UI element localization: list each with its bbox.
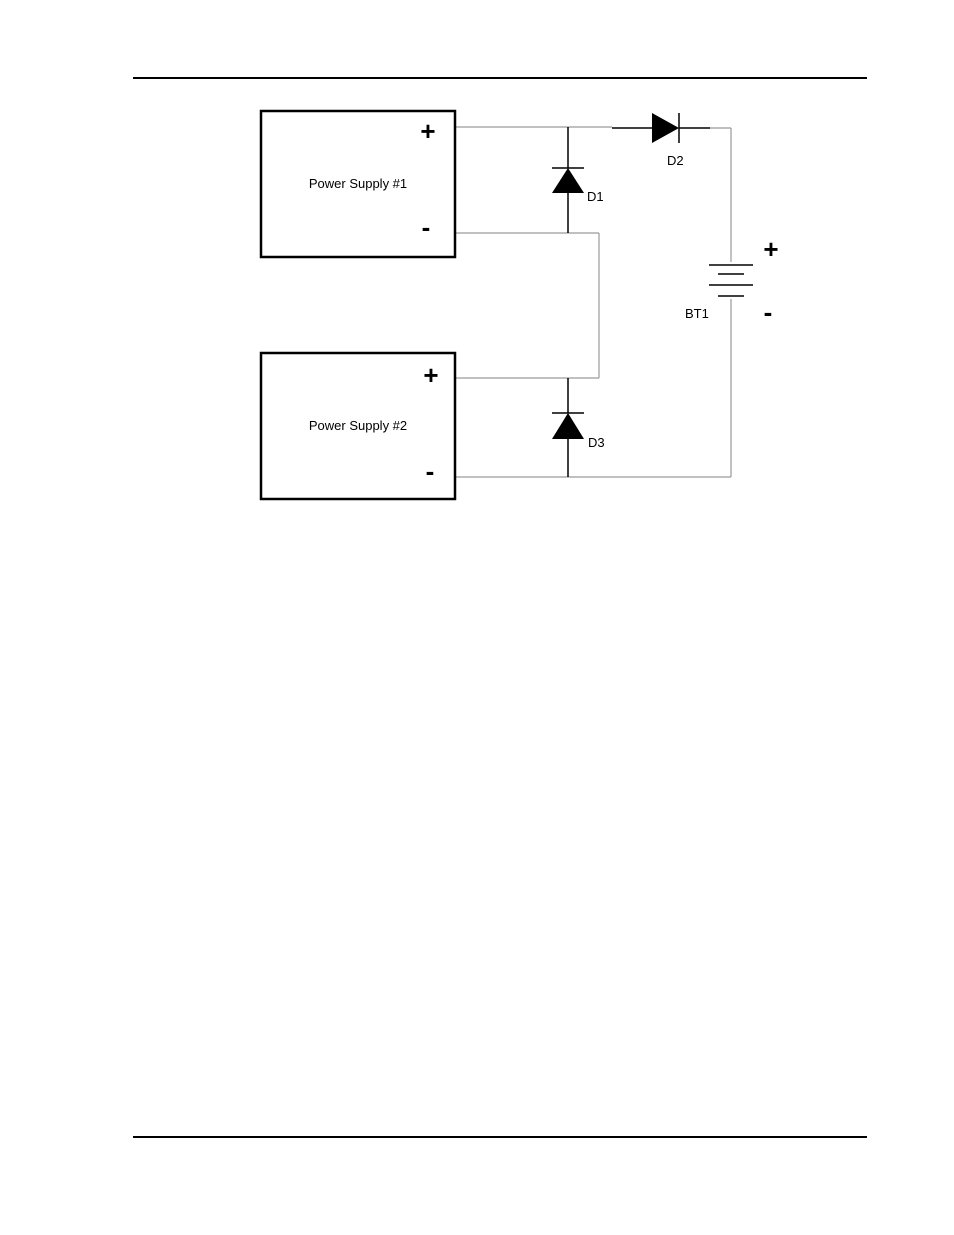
power-supply-2-minus-terminal: - xyxy=(426,456,435,486)
power-supply-1-minus-terminal: - xyxy=(422,212,431,242)
diode-d1-symbol xyxy=(552,168,584,193)
power-supply-1: Power Supply #1 + - xyxy=(261,111,455,257)
diode-d2-ref: D2 xyxy=(667,153,684,168)
power-supply-2: Power Supply #2 + - xyxy=(261,353,455,499)
battery-bt1-ref: BT1 xyxy=(685,306,709,321)
battery-bt1: BT1 + - xyxy=(685,234,779,327)
battery-bt1-minus-terminal: - xyxy=(764,297,773,327)
diode-d3-ref: D3 xyxy=(588,435,605,450)
diode-d3-symbol xyxy=(552,413,584,439)
power-supply-1-plus-terminal: + xyxy=(420,116,435,146)
power-supply-1-label: Power Supply #1 xyxy=(309,176,407,191)
diode-d1: D1 xyxy=(552,127,604,233)
diode-d1-ref: D1 xyxy=(587,189,604,204)
battery-bt1-plus-terminal: + xyxy=(763,234,778,264)
power-supply-2-plus-terminal: + xyxy=(423,360,438,390)
power-supply-2-label: Power Supply #2 xyxy=(309,418,407,433)
diode-d3: D3 xyxy=(552,378,605,477)
wires xyxy=(455,127,731,477)
diode-d2-symbol xyxy=(652,113,679,143)
diode-d2: D2 xyxy=(612,113,710,168)
